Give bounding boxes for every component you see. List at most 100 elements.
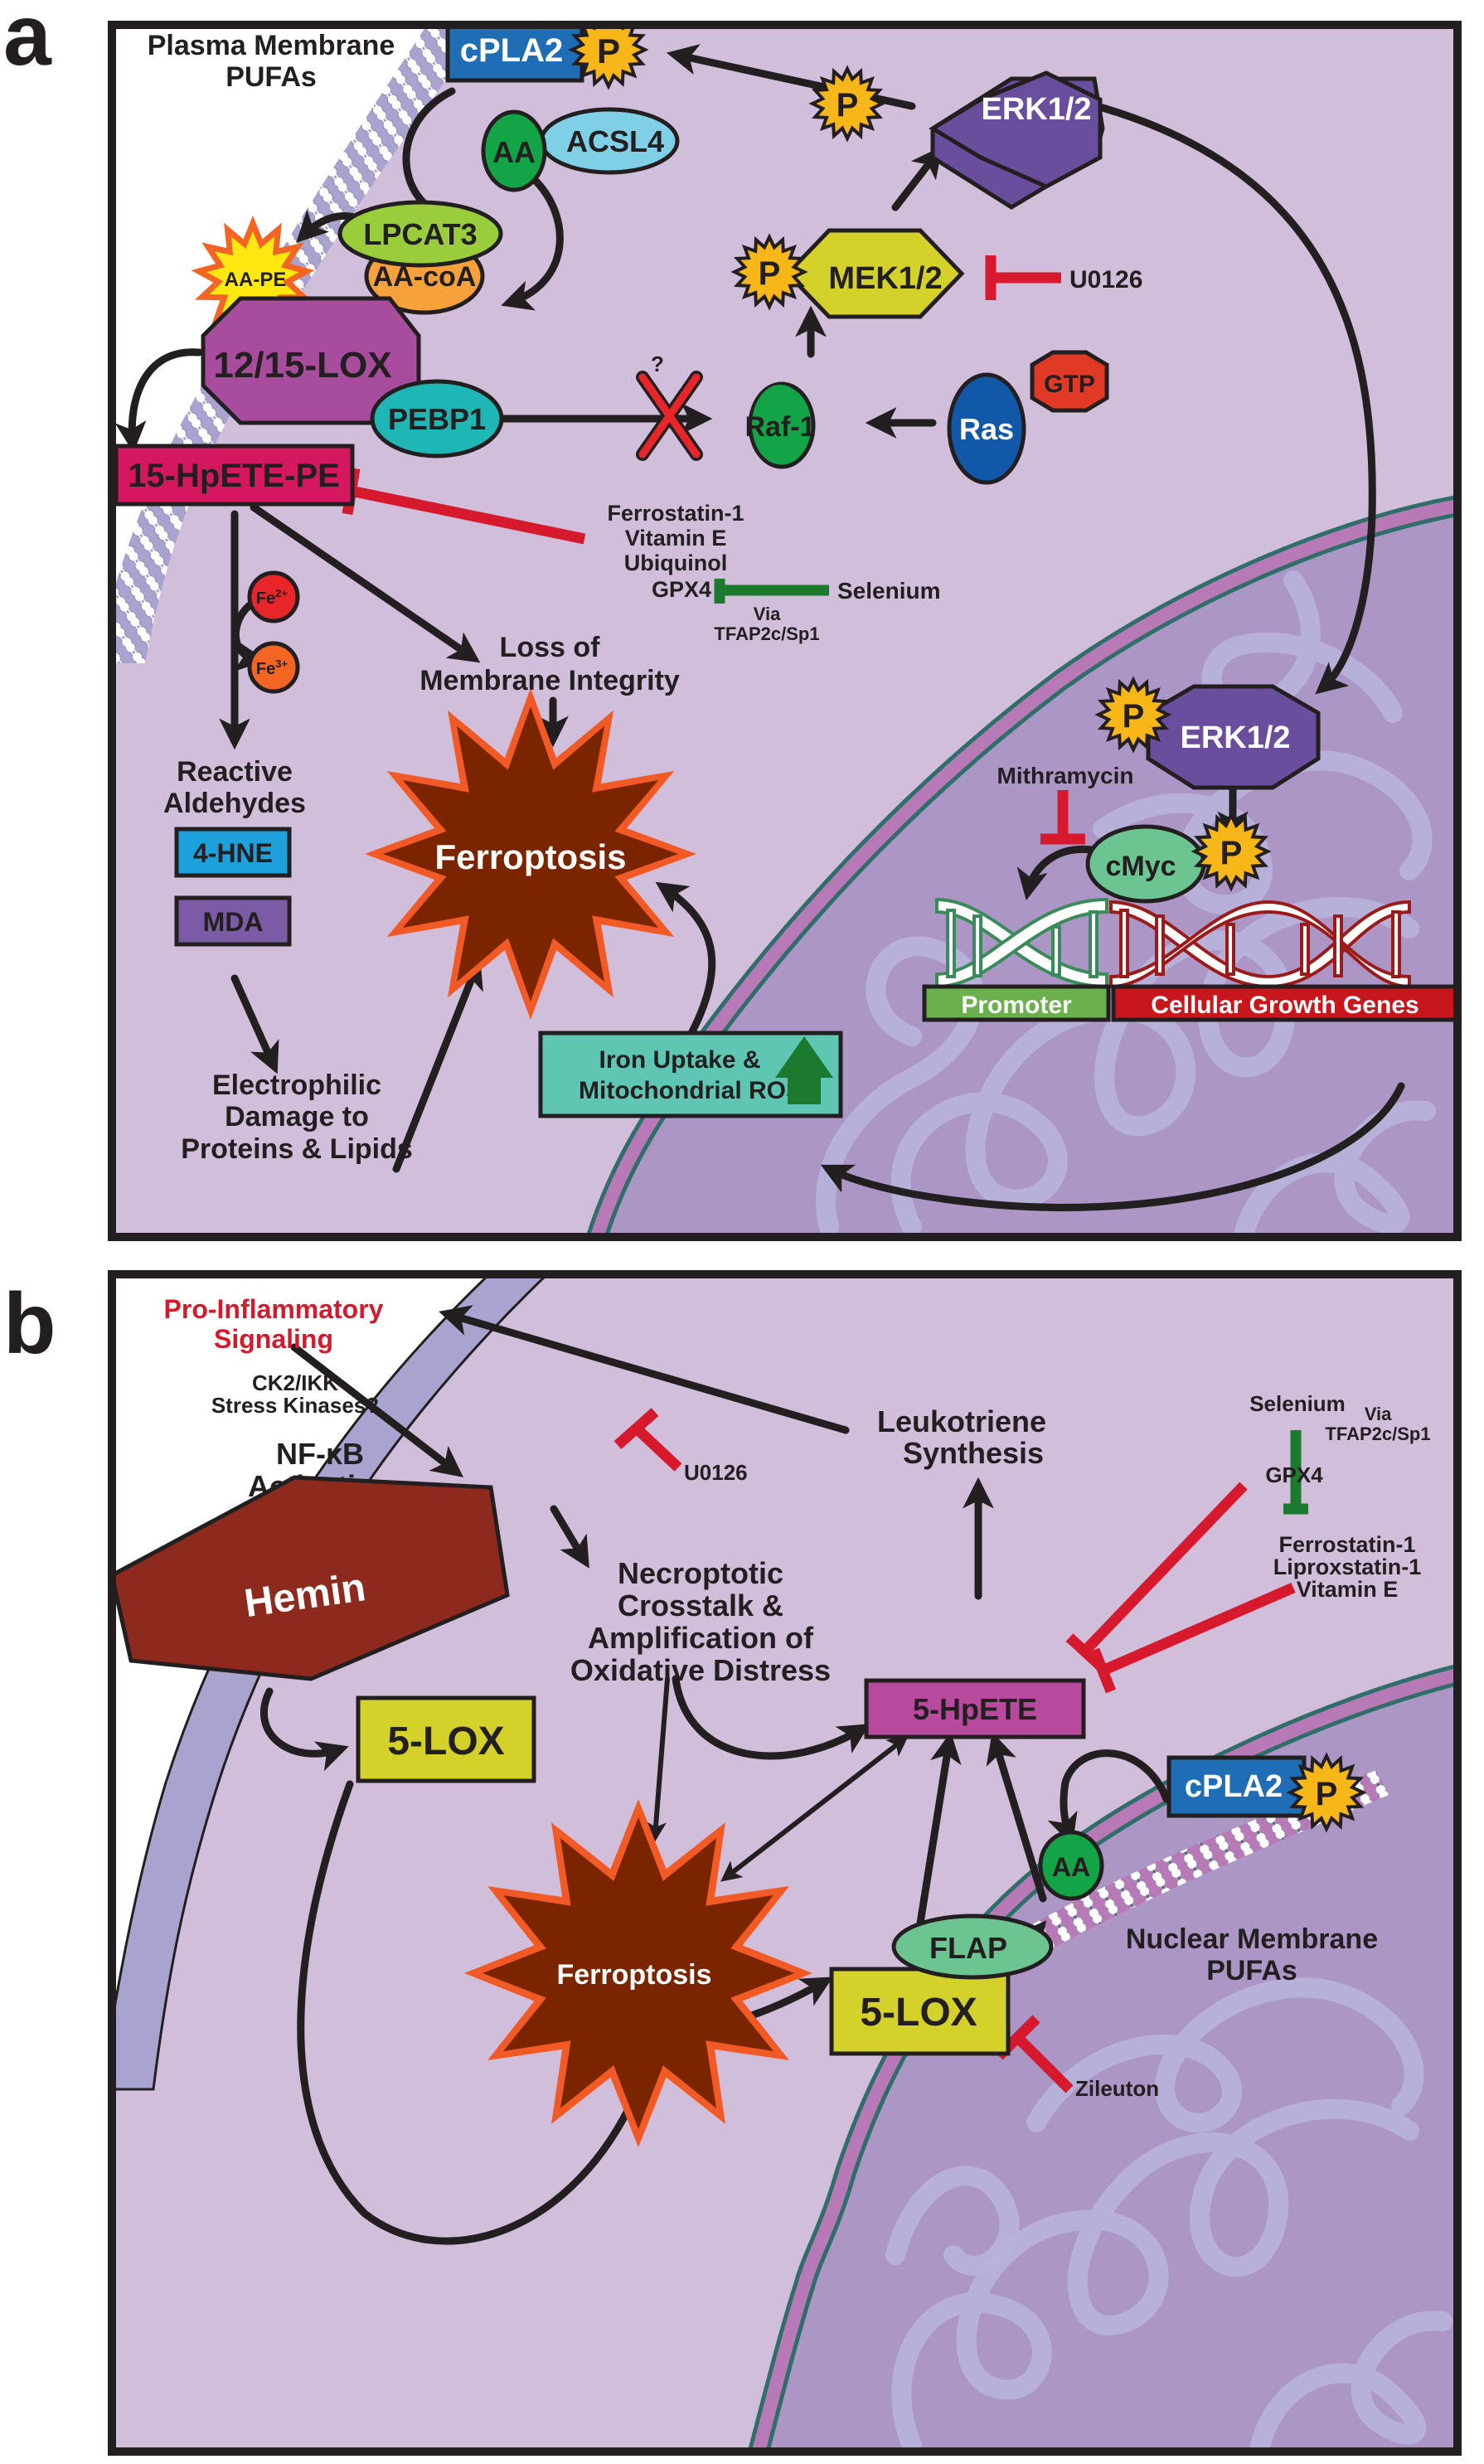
leuko-label-2: Synthesis xyxy=(903,1436,1044,1470)
antioxidant-list-b: Ferrostatin-1 Liproxstatin-1 Vitamin E xyxy=(1273,1532,1422,1602)
edge-hemin-to-lox5 xyxy=(260,1687,349,1772)
acsl4-node[interactable]: ACSL4 xyxy=(539,107,680,175)
edge-necro-to-ferroptosis xyxy=(645,1676,670,1843)
svg-text:Raf-1: Raf-1 xyxy=(744,411,815,443)
loss-label-2: Membrane Integrity xyxy=(419,665,680,696)
svg-text:Ferroptosis: Ferroptosis xyxy=(556,1959,711,1991)
cpla2-node[interactable]: cPLA2 xyxy=(445,18,584,83)
kinases-label-1: CK2/IKK xyxy=(252,1370,338,1395)
svg-text:MDA: MDA xyxy=(203,907,264,937)
raf1-node[interactable]: Raf-1 xyxy=(744,381,816,469)
cmyc-node[interactable]: cMyc xyxy=(1085,824,1206,904)
gtp-node[interactable]: GTP xyxy=(1030,350,1109,413)
necro-label: Necroptotic Crosstalk & Amplification of… xyxy=(570,1556,831,1687)
gpx4-b-label: GPX4 xyxy=(1265,1462,1323,1487)
via-b-label: Via xyxy=(1365,1404,1392,1424)
via-label: Via xyxy=(754,604,781,624)
hemin-node[interactable]: Hemin xyxy=(112,1475,510,1681)
svg-text:Liproxstatin-1: Liproxstatin-1 xyxy=(1273,1555,1422,1579)
panel-a-frame xyxy=(108,21,1462,1241)
hne-node[interactable]: 4-HNE xyxy=(174,827,292,878)
fe3-node[interactable]: Fe3+ xyxy=(247,641,300,694)
edge-hpete-to-loss xyxy=(250,503,481,663)
svg-text:5-HpETE: 5-HpETE xyxy=(913,1692,1037,1726)
phospho-icon: P xyxy=(1094,676,1172,754)
pebp1-node[interactable]: PEBP1 xyxy=(370,379,504,458)
svg-text:P: P xyxy=(759,255,781,292)
fe2-node[interactable]: Fe2+ xyxy=(247,570,300,623)
svg-text:Fe3+: Fe3+ xyxy=(256,657,289,678)
nuclear-membrane-title-1: Nuclear Membrane xyxy=(1126,1923,1378,1955)
svg-text:P: P xyxy=(1220,835,1243,871)
panel-b: Pro-Inflammatory Signaling CK2/IKK Stres… xyxy=(112,1274,1457,2452)
mek-node[interactable]: MEK1/2 xyxy=(784,228,965,319)
edge-mek-to-erk xyxy=(891,146,943,211)
panel-b-extracellular xyxy=(112,1274,489,2023)
svg-text:P: P xyxy=(597,32,620,70)
aa-b-node[interactable]: AA xyxy=(1038,1830,1104,1901)
plasma-membrane xyxy=(112,25,485,663)
membrane-title-1: Plasma Membrane xyxy=(148,30,395,61)
lox5-nuc-node[interactable]: 5-LOX xyxy=(829,1967,1011,2056)
pro-inflam-label-2: Signaling xyxy=(214,1324,333,1354)
dna-helix xyxy=(935,897,1411,989)
growth-genes-node[interactable]: Cellular Growth Genes xyxy=(1111,984,1457,1022)
svg-text:Electrophilic: Electrophilic xyxy=(212,1070,381,1101)
panel-a-extracellular xyxy=(112,25,448,597)
svg-text:4-HNE: 4-HNE xyxy=(193,838,273,868)
lox5-cyto-node[interactable]: 5-LOX xyxy=(356,1695,536,1783)
aldehydes-label-1: Reactive xyxy=(177,756,293,788)
flap-node[interactable]: FLAP xyxy=(891,1913,1054,1980)
u0126-b-label: U0126 xyxy=(684,1460,748,1485)
phospho-icon: P xyxy=(1191,811,1272,892)
phospho-icon: P xyxy=(808,65,886,143)
promoter-node[interactable]: Promoter xyxy=(922,984,1111,1022)
ferroptosis-a-node[interactable]: Ferroptosis xyxy=(365,688,696,1020)
inhibit-u0126-mek xyxy=(985,255,1061,300)
edge-nfkb-to-necro xyxy=(550,1505,589,1569)
lpcat3-node[interactable]: LPCAT3 xyxy=(337,200,503,268)
nfkb-label-1: NF-κB xyxy=(276,1437,364,1471)
edge-mda-to-electrophilic xyxy=(230,974,279,1074)
svg-text:AA: AA xyxy=(492,135,536,169)
svg-text:Cellular Growth Genes: Cellular Growth Genes xyxy=(1151,992,1419,1019)
svg-text:GTP: GTP xyxy=(1044,371,1095,398)
tfap2c-label: TFAP2c/Sp1 xyxy=(714,623,819,644)
svg-text:Ferroptosis: Ferroptosis xyxy=(434,837,626,876)
svg-text:MEK1/2: MEK1/2 xyxy=(828,261,942,296)
aa-node[interactable]: AA xyxy=(481,109,547,192)
svg-text:FLAP: FLAP xyxy=(929,1931,1007,1965)
nuclear-membrane-lipids xyxy=(929,1770,1389,2023)
svg-text:Promoter: Promoter xyxy=(961,992,1072,1019)
selenium-b-label: Selenium xyxy=(1249,1391,1346,1416)
hpete-pe-node[interactable]: 15-HpETE-PE xyxy=(114,444,355,507)
hpete5-node[interactable]: 5-HpETE xyxy=(864,1678,1086,1739)
ras-node[interactable]: Ras xyxy=(947,372,1026,485)
antioxidant-list: Ferrostatin-1 Vitamin E Ubiquinol GPX4 xyxy=(607,501,744,602)
edge-hpete-ferroptosis xyxy=(720,1735,909,1882)
svg-text:cPLA2: cPLA2 xyxy=(1185,1769,1283,1804)
svg-text:15-HpETE-PE: 15-HpETE-PE xyxy=(128,458,340,494)
increase-arrow-icon xyxy=(775,1036,833,1104)
cpla2-b-node[interactable]: cPLA2 xyxy=(1166,1755,1307,1818)
svg-text:AA-PE: AA-PE xyxy=(225,269,287,291)
leuko-label-1: Leukotriene xyxy=(877,1404,1046,1438)
edge-genes-to-iron xyxy=(820,1082,1405,1211)
svg-text:Damage to: Damage to xyxy=(225,1101,369,1133)
electrophilic-label: Electrophilic Damage to Proteins & Lipid… xyxy=(181,1070,413,1165)
mda-node[interactable]: MDA xyxy=(174,895,292,947)
svg-text:Mitochondrial ROS: Mitochondrial ROS xyxy=(579,1077,803,1104)
erk-top-node[interactable]: ERK1/2 xyxy=(929,70,1105,210)
erk-nuclear-node[interactable]: ERK1/2 xyxy=(1146,684,1321,790)
aldehydes-label-2: Aldehydes xyxy=(163,788,306,819)
activate-selenium-gpx4-b xyxy=(1283,1430,1308,1515)
svg-text:Vitamin E: Vitamin E xyxy=(625,526,727,551)
edge-electrophilic-to-ferroptosis xyxy=(392,957,483,1173)
loss-label-1: Loss of xyxy=(500,632,601,663)
svg-text:Oxidative Distress: Oxidative Distress xyxy=(570,1653,831,1687)
phospho-icon: P xyxy=(730,233,808,311)
pro-inflam-label-1: Pro-Inflammatory xyxy=(164,1294,384,1324)
ferroptosis-b-node[interactable]: Ferroptosis xyxy=(464,1799,812,2147)
edge-aa-to-hpete xyxy=(986,1732,1047,1903)
